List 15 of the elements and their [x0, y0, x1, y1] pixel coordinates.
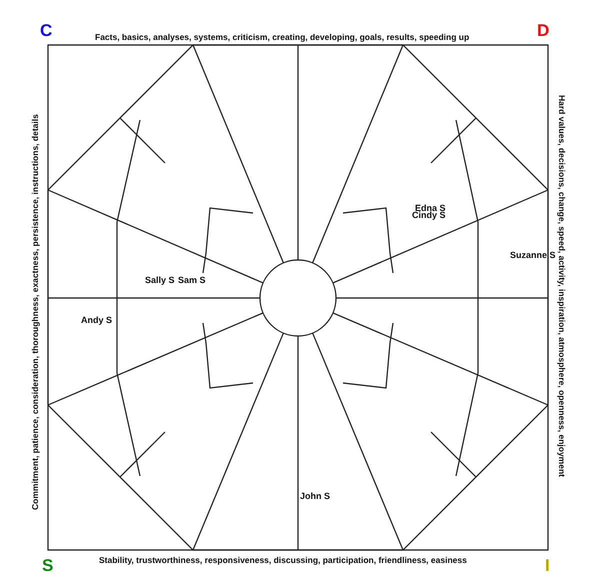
- person-name: Andy S: [81, 316, 112, 325]
- person-name: Sam S: [178, 276, 206, 285]
- corner-letter: I: [545, 557, 550, 574]
- corner-letter: D: [537, 22, 550, 39]
- person-name: Suzanne S: [510, 251, 556, 260]
- person-name: John S: [300, 492, 330, 501]
- person-name: Edna S: [415, 204, 446, 213]
- person-name: Cindy S: [412, 211, 446, 220]
- corner-letter: S: [42, 557, 54, 574]
- axis-description: Facts, basics, analyses, systems, criticism, creating, developing, goals, results, speeding up: [95, 33, 470, 42]
- axis-description: Hard values, decisions, change, speed, activity, inspiration, atmosphere, openness, enjoyment: [558, 95, 566, 477]
- corner-letter: C: [40, 22, 52, 39]
- person-name: Sally S: [145, 276, 175, 285]
- axis-description: Stability, trustworthiness, responsiveness, discussing, participation, friendliness, easiness: [99, 556, 467, 564]
- axis-description: Commitment, patience, consideration, thoroughness, exactness, persistence, instructions, details: [31, 114, 40, 510]
